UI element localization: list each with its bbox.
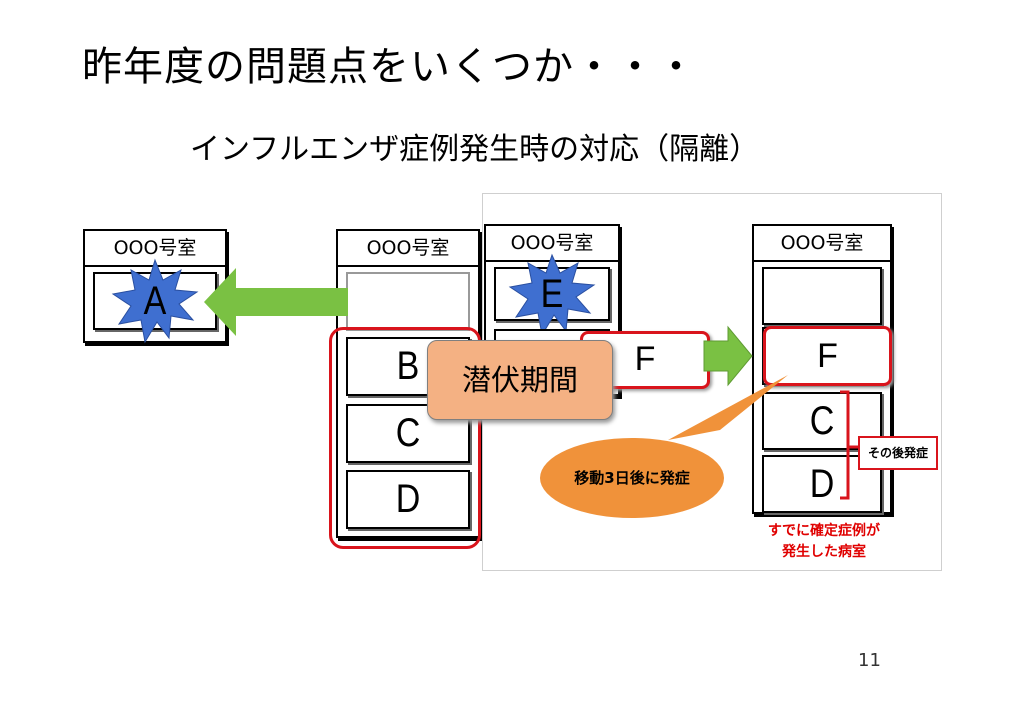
caption-line-2: 発生した病室 xyxy=(782,544,866,560)
caption-line-1: すでに確定症例が xyxy=(767,523,881,539)
original-room: OOO号室 B C D xyxy=(336,229,480,538)
moved-onset-text: 移動3日後に発症 xyxy=(574,469,690,487)
bed-label-a: A xyxy=(143,279,167,323)
bed-label-c: C xyxy=(809,399,835,443)
latent-period-label: 潜伏期間 xyxy=(427,340,613,420)
isolation-room: OOO号室 A xyxy=(83,229,227,344)
bed-label-d: D xyxy=(809,462,835,506)
bed-d: D xyxy=(346,470,470,529)
bed-f-arrived: F xyxy=(763,326,892,386)
exposed-group-outline xyxy=(329,327,481,549)
empty-bed xyxy=(346,272,470,331)
bed-label-e: E xyxy=(540,272,564,316)
empty-bed xyxy=(762,267,882,325)
bed-label-b: B xyxy=(396,344,420,388)
page-number: 11 xyxy=(858,650,881,671)
slide-title: 昨年度の問題点をいくつか・・・ xyxy=(82,44,697,90)
bed-e: E xyxy=(494,253,610,337)
infection-burst-icon xyxy=(111,258,199,344)
infection-burst-icon xyxy=(508,253,596,337)
bed-label-f: F xyxy=(817,337,838,375)
slide-subtitle: インフルエンザ症例発生時の対応（隔離） xyxy=(190,132,760,167)
bed-label-f: F xyxy=(634,340,656,378)
later-onset-note: その後発症 xyxy=(858,436,938,470)
bed-a: A xyxy=(93,258,217,344)
confirmed-room-caption: すでに確定症例が 発生した病室 xyxy=(742,521,906,563)
room-header: OOO号室 xyxy=(338,231,478,267)
bed-label-d: D xyxy=(395,477,421,521)
room-header: OOO号室 xyxy=(754,226,890,262)
bed-label-c: C xyxy=(395,411,421,455)
